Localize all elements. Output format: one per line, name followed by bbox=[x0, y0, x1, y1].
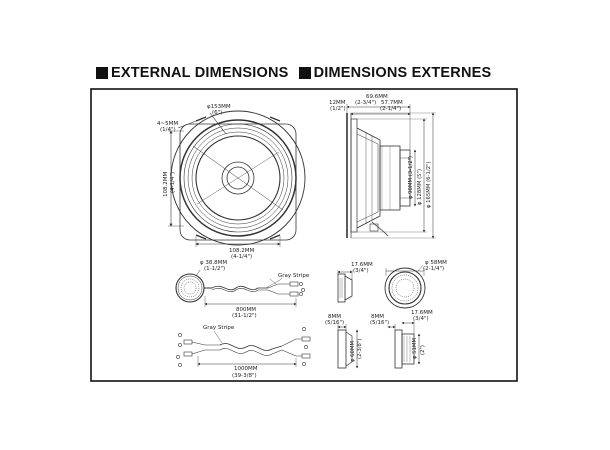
woofer-outer-dia: φ 165MM (6-1/2") bbox=[426, 162, 432, 209]
mount-a-mm: 8MM bbox=[328, 314, 341, 320]
tweeter-wire-mm: 800MM bbox=[236, 307, 256, 313]
crossover-wire-view bbox=[176, 327, 311, 367]
woofer-side-view bbox=[346, 104, 436, 239]
tweeter-flush-depth-mm: 17.6MM bbox=[351, 262, 373, 268]
mount-a-dia: φ 60MM bbox=[350, 341, 356, 362]
tweeter-wire-in: (31-1/2") bbox=[232, 313, 257, 319]
heading-fr-text: DIMENSIONS EXTERNES bbox=[313, 65, 492, 81]
mount-c-dia-in: (2") bbox=[420, 345, 426, 355]
woofer-magnet-dia: φ 90MM (3-1/2") bbox=[408, 156, 414, 199]
tweeter-mount-b-view bbox=[387, 320, 421, 369]
tweeter-dia-mm: φ 38.8MM bbox=[200, 260, 227, 266]
mount-b-mm: 8MM bbox=[371, 314, 384, 320]
heading-en-text: EXTERNAL DIMENSIONS bbox=[111, 65, 289, 81]
mount-a-dia-in: (2-3/8") bbox=[357, 339, 363, 359]
tweeter-mount-a-view bbox=[337, 324, 359, 369]
woofer-width-in: (4-1/4") bbox=[231, 254, 252, 260]
woofer-height-mm: 108.2MM bbox=[163, 172, 169, 197]
woofer-slot-in: (1/4") bbox=[160, 127, 176, 133]
tweeter-surface-mount-view bbox=[384, 264, 426, 309]
woofer-depth-mm: 69.6MM bbox=[366, 94, 388, 100]
tweeter-flush-side-view bbox=[337, 270, 353, 303]
woofer-flange-mm: 12MM bbox=[329, 100, 346, 106]
section-heading: EXTERNAL DIMENSIONS DIMENSIONS EXTERNES bbox=[96, 64, 491, 82]
crossover-stripe-label: Gray Stripe bbox=[203, 325, 235, 331]
woofer-cut-dia: φ 128MM (5") bbox=[417, 169, 423, 205]
square-bullet-icon bbox=[96, 67, 108, 79]
woofer-mount-mm: 57.7MM bbox=[381, 100, 403, 106]
tweeter-stripe-label: Gray Stripe bbox=[278, 273, 310, 279]
woofer-dia-in: (6") bbox=[212, 110, 222, 116]
square-bullet-icon bbox=[298, 67, 311, 79]
woofer-mount-in: (2-1/4") bbox=[380, 106, 401, 112]
woofer-depth-in: (2-3/4") bbox=[355, 100, 376, 106]
tweeter-dia-in: (1-1/2") bbox=[204, 266, 225, 272]
tweeter-surface-dia-in: (2-1/4") bbox=[423, 266, 444, 272]
heading-fr: DIMENSIONS EXTERNES bbox=[298, 65, 492, 81]
heading-en: EXTERNAL DIMENSIONS bbox=[96, 66, 289, 80]
tweeter-flush-depth-in: (3/4") bbox=[353, 268, 369, 274]
tweeter-wire-view bbox=[175, 269, 305, 307]
crossover-wire-in: (39-3/8") bbox=[232, 373, 257, 379]
woofer-width-mm: 108.2MM bbox=[229, 248, 254, 254]
mount-b-in: (5/16") bbox=[370, 320, 389, 326]
woofer-dia-mm: φ153MM bbox=[207, 104, 231, 110]
woofer-front-view bbox=[168, 110, 306, 247]
woofer-slot-mm: 4~5MM bbox=[157, 121, 178, 127]
mount-c-in: (3/4") bbox=[413, 316, 429, 322]
mount-c-dia: φ 51MM bbox=[412, 338, 418, 359]
mount-c-mm: 17.6MM bbox=[411, 310, 433, 316]
woofer-height-in: (4-1/4") bbox=[170, 172, 176, 193]
drawing-frame bbox=[90, 88, 518, 382]
mount-a-in: (5/16") bbox=[325, 320, 344, 326]
crossover-wire-mm: 1000MM bbox=[234, 366, 258, 372]
tweeter-surface-dia-mm: φ 58MM bbox=[425, 260, 447, 266]
woofer-flange-in: (1/2") bbox=[330, 106, 346, 112]
